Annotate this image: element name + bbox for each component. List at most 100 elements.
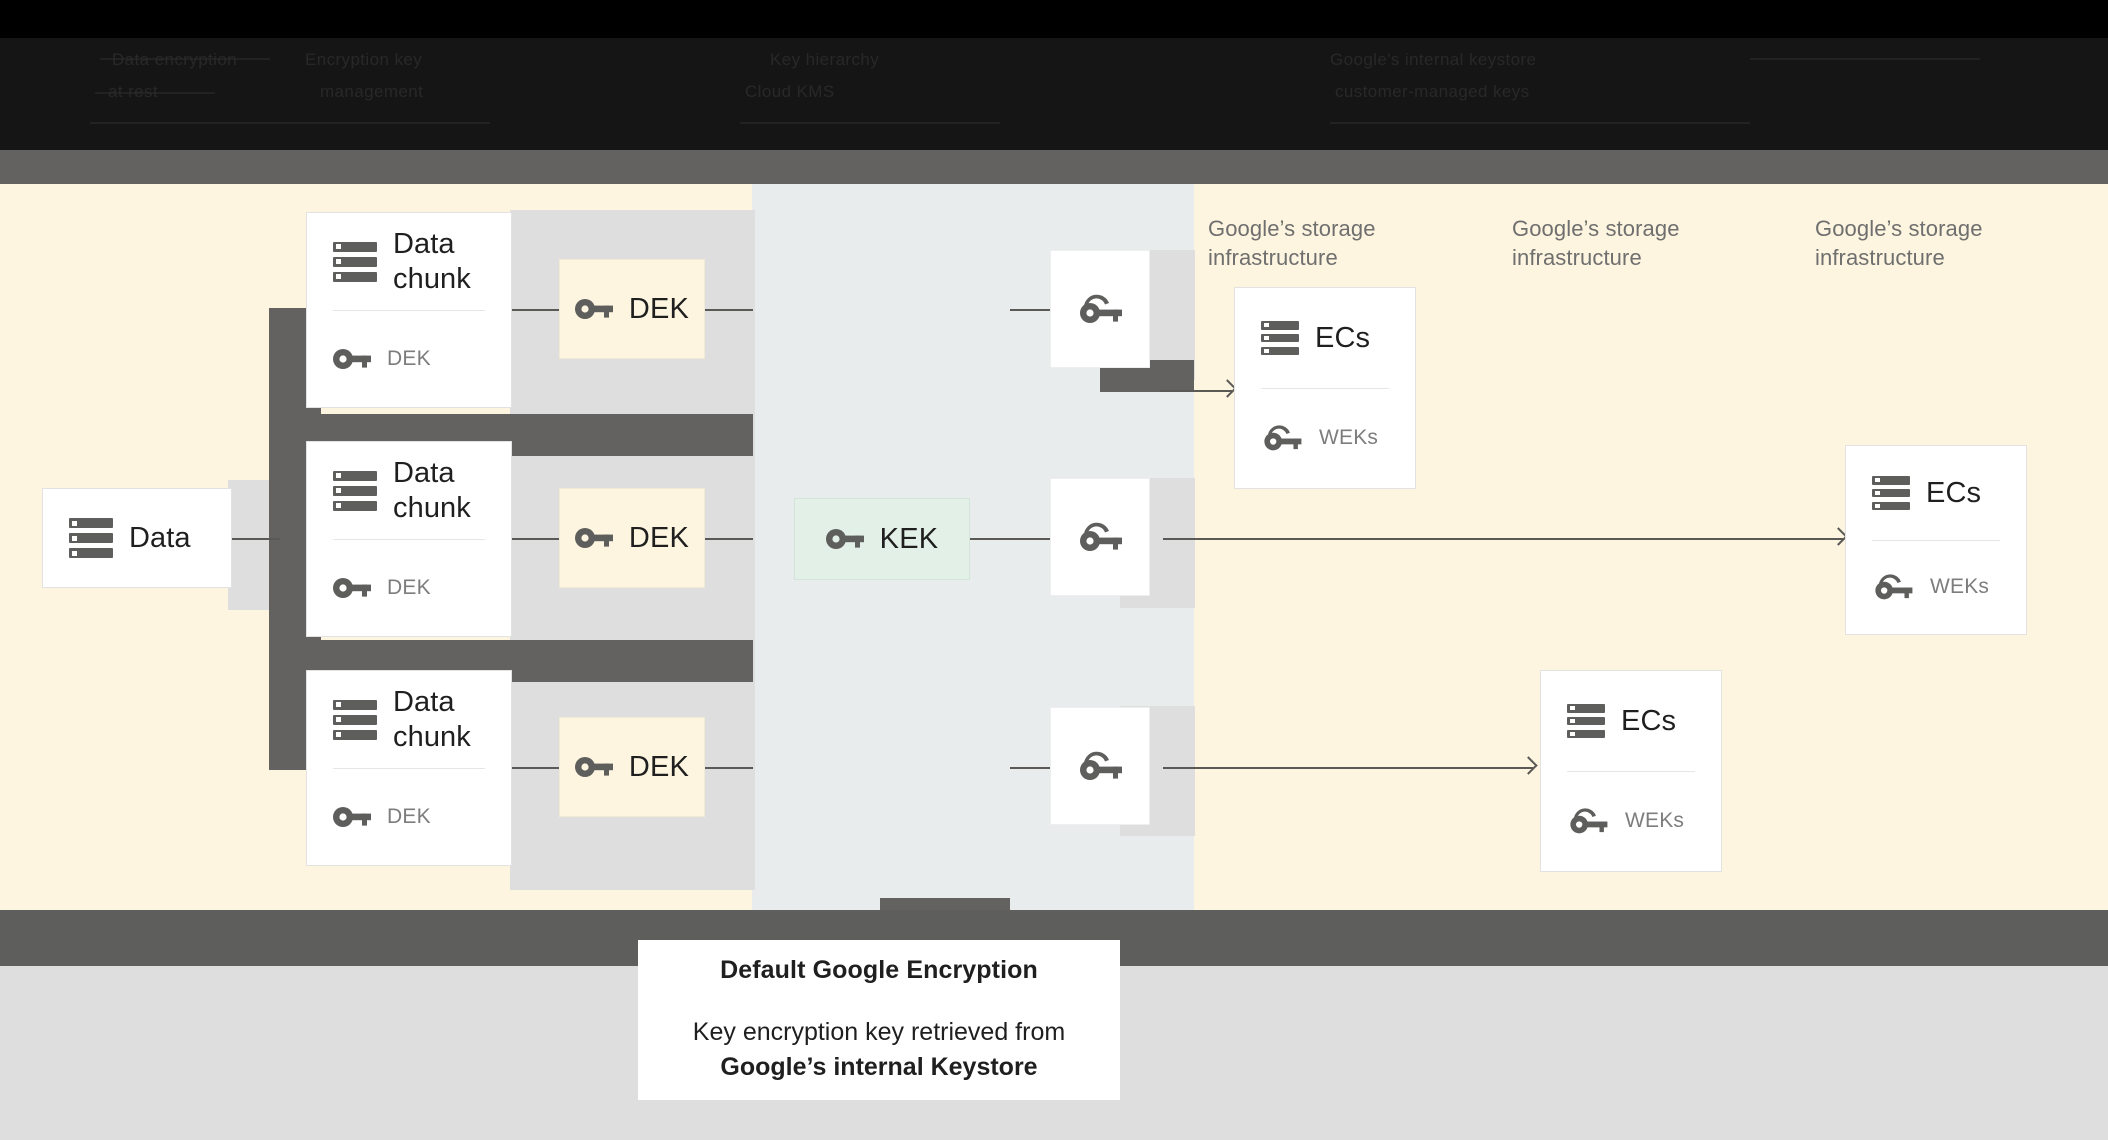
card-data-chunk-3[interactable]: Data chunk DEK — [306, 670, 512, 866]
header-streak — [90, 122, 490, 124]
connector-chunk-dek-1 — [511, 309, 559, 311]
caption-body-line2: Google’s internal Keystore — [720, 1052, 1038, 1081]
card-weks-row: WEKs — [1541, 771, 1721, 871]
card-divider — [1567, 771, 1695, 772]
card-chunk-header: Data chunk — [307, 442, 511, 539]
arrow-line-to-storage-1 — [1160, 390, 1232, 392]
card-ecs-title: ECs — [1621, 704, 1677, 737]
card-divider — [1872, 540, 2000, 541]
arrow-head-storage-3 — [1522, 759, 1540, 777]
card-chunk-key-row: DEK — [307, 310, 511, 407]
server-icon — [1872, 476, 1910, 510]
key-icon — [333, 575, 371, 601]
connector-chunk-dek-3 — [511, 767, 559, 769]
card-ecs-title: ECs — [1315, 321, 1371, 354]
server-icon — [333, 699, 377, 740]
server-icon — [1261, 321, 1299, 355]
card-weks-label: WEKs — [1930, 575, 1990, 598]
header-divider-strip — [0, 150, 2108, 184]
connector-into-wkey-3 — [1010, 767, 1050, 769]
connector-chunk-dek-2 — [511, 538, 559, 540]
card-weks-label: WEKs — [1319, 426, 1379, 449]
card-ecs-1[interactable]: ECs WEKs — [1234, 287, 1416, 489]
card-chunk-key-label: DEK — [387, 575, 431, 599]
header-streak — [740, 122, 1000, 124]
card-ecs-title: ECs — [1926, 476, 1982, 509]
server-icon — [1567, 704, 1605, 738]
storage-infra-label-1: Google’s storage infrastructure — [1208, 216, 1376, 271]
card-ecs-header: ECs — [1235, 288, 1415, 388]
card-weks-label: WEKs — [1625, 809, 1685, 832]
key-icon — [574, 754, 613, 780]
header-streak — [95, 92, 215, 94]
key-icon — [825, 526, 864, 552]
key-icon — [574, 525, 613, 551]
wrapped-key-icon — [1567, 806, 1609, 836]
card-weks-row: WEKs — [1235, 388, 1415, 488]
header-fragment: Data encryption — [112, 50, 238, 69]
keybox-dek-3[interactable]: DEK — [559, 717, 705, 817]
keybox-kek-label: KEK — [879, 522, 939, 555]
card-chunk-key-label: DEK — [387, 804, 431, 828]
card-data-source[interactable]: Data — [42, 488, 232, 588]
caption-body: Key encryption key retrieved from Google… — [693, 1015, 1065, 1084]
keybox-wrapped-key-3[interactable] — [1050, 707, 1150, 825]
keybox-dek-2[interactable]: DEK — [559, 488, 705, 588]
caption-box: Default Google Encryption Key encryption… — [638, 940, 1120, 1100]
wrapped-key-icon — [1077, 520, 1123, 554]
keybox-kek[interactable]: KEK — [794, 498, 970, 580]
header-streak — [1330, 122, 1750, 124]
card-data-title: Data — [129, 521, 191, 554]
card-divider — [1261, 388, 1389, 389]
arrow-line-to-storage-3 — [1163, 767, 1533, 769]
caption-body-line1: Key encryption key retrieved from — [692, 1018, 1066, 1046]
server-icon — [333, 241, 377, 282]
keybox-dek-label: DEK — [628, 750, 690, 783]
card-data-chunk-2[interactable]: Data chunk DEK — [306, 441, 512, 637]
key-icon — [333, 346, 371, 372]
wrapped-key-icon — [1077, 292, 1123, 326]
key-icon — [574, 296, 613, 322]
header-fragment: Cloud KMS — [745, 82, 835, 101]
wrapped-key-icon — [1077, 749, 1123, 783]
storage-infra-label-2: Google’s storage infrastructure — [1512, 216, 1680, 271]
card-chunk-title: Data chunk — [393, 228, 471, 295]
header-fragment: management — [320, 82, 424, 101]
card-chunk-key-label: DEK — [387, 346, 431, 370]
keybox-dek-label: DEK — [628, 521, 690, 554]
keybox-dek-1[interactable]: DEK — [559, 259, 705, 359]
header-fragment: Encryption key — [305, 50, 423, 69]
keybox-dek-label: DEK — [628, 292, 690, 325]
keybox-wrapped-key-1[interactable] — [1050, 250, 1150, 368]
card-ecs-2[interactable]: ECs WEKs — [1540, 670, 1722, 872]
connector-dek-out-2 — [705, 538, 753, 540]
card-data-chunk-1[interactable]: Data chunk DEK — [306, 212, 512, 408]
card-ecs-3[interactable]: ECs WEKs — [1845, 445, 2027, 635]
connector-into-wkey-1 — [1010, 309, 1050, 311]
wrapped-key-icon — [1261, 423, 1303, 453]
card-divider — [333, 310, 485, 311]
connector-dek-out-3 — [705, 767, 753, 769]
arrow-line-to-storage-2 — [1163, 538, 1843, 540]
card-chunk-title: Data chunk — [393, 686, 471, 753]
card-divider — [333, 768, 485, 769]
server-icon — [69, 518, 113, 558]
storage-infra-label-3: Google’s storage infrastructure — [1815, 216, 1983, 271]
key-icon — [333, 804, 371, 830]
header-streak — [100, 58, 270, 60]
card-chunk-key-row: DEK — [307, 539, 511, 636]
caption-title: Default Google Encryption — [720, 956, 1038, 984]
card-chunk-header: Data chunk — [307, 213, 511, 310]
server-icon — [333, 470, 377, 511]
card-chunk-title: Data chunk — [393, 457, 471, 524]
card-ecs-header: ECs — [1541, 671, 1721, 771]
connector-dek-out-1 — [705, 309, 753, 311]
card-chunk-header: Data chunk — [307, 671, 511, 768]
header-fragment: customer-managed keys — [1335, 82, 1530, 101]
header-fragment: Google's internal keystore — [1330, 50, 1537, 69]
occlusion-bar-bottom — [880, 898, 1010, 912]
keybox-wrapped-key-2[interactable] — [1050, 478, 1150, 596]
card-data-row: Data — [43, 489, 231, 587]
card-weks-row: WEKs — [1846, 540, 2026, 634]
